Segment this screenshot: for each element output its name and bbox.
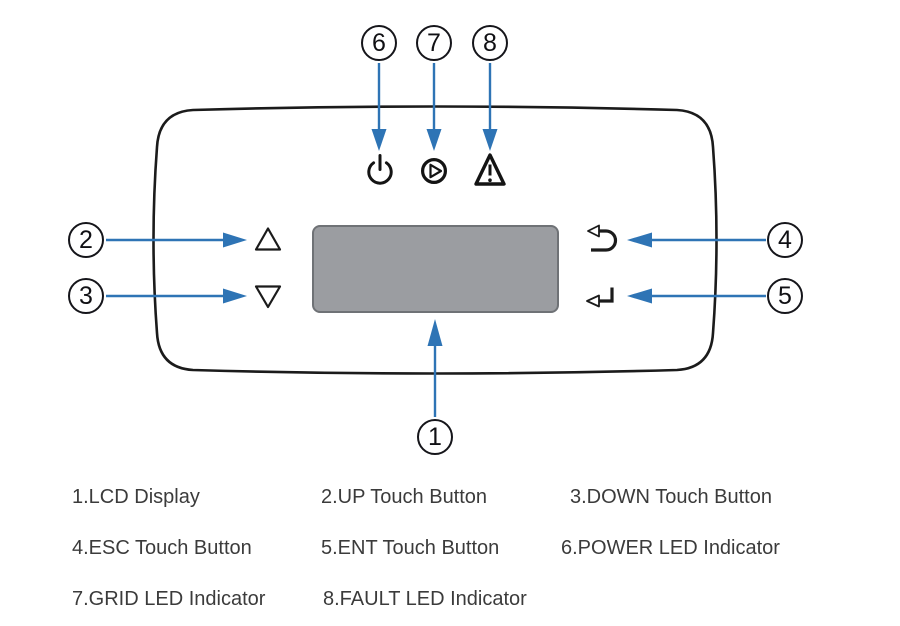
callout-4-esc: 4 [767,222,803,258]
legend-item: 1.LCD Display [72,486,200,508]
up-triangle-icon [254,227,282,251]
callout-5-ent: 5 [767,278,803,314]
legend-item: 4.ESC Touch Button [72,537,252,559]
arrow-to-up-button [106,232,247,248]
fault-warning-triangle-icon [474,153,506,186]
legend-item: 6.POWER LED Indicator [561,537,780,559]
callout-6-power: 6 [361,25,397,61]
arrow-to-esc-button [627,232,766,248]
callout-8-fault: 8 [472,25,508,61]
callout-3-down: 3 [68,278,104,314]
arrow-to-ent-button [627,288,766,304]
down-triangle-icon [254,285,282,309]
legend-item: 5.ENT Touch Button [321,537,500,559]
legend-item: 7.GRID LED Indicator [72,588,266,610]
arrow-to-down-button [106,288,247,304]
callout-1-lcd: 1 [417,419,453,455]
legend-item: 8.FAULT LED Indicator [323,588,527,610]
power-icon [367,154,393,185]
arrow-to-grid-icon [426,63,442,151]
callout-2-up: 2 [68,222,104,258]
grid-play-circle-icon [421,158,448,185]
esc-back-arrow-icon [587,224,618,252]
lcd-display [312,225,559,313]
arrow-to-lcd [427,319,443,417]
callout-7-grid: 7 [416,25,452,61]
arrow-to-power-icon [371,63,387,151]
arrow-to-fault-icon [482,63,498,151]
legend-item: 2.UP Touch Button [321,486,488,508]
legend-item: 3.DOWN Touch Button [570,486,772,508]
callout-arrows [106,63,766,417]
ent-enter-arrow-icon [586,287,614,308]
